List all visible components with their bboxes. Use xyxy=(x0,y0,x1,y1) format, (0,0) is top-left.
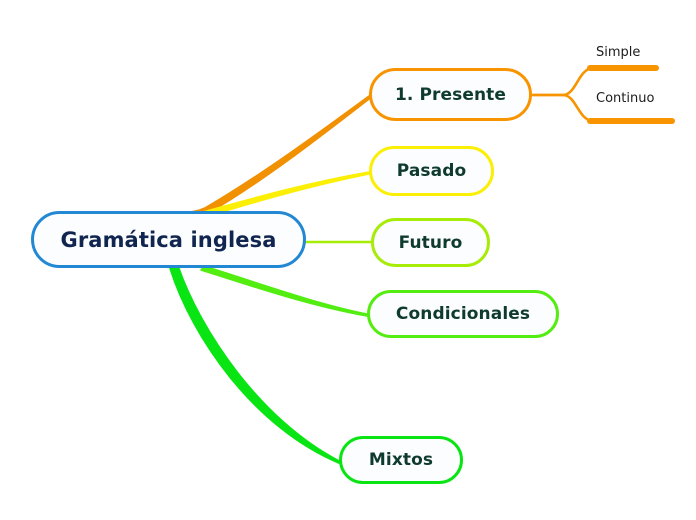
node-root-label: Gramática inglesa xyxy=(60,227,277,252)
edge-root-to-presente xyxy=(187,95,370,220)
node-mixtos-label: Mixtos xyxy=(368,450,434,470)
node-root[interactable]: Gramática inglesa xyxy=(31,211,306,268)
edge-presente-to-simple xyxy=(561,66,594,97)
node-condicionales[interactable]: Condicionales xyxy=(367,290,559,338)
leaf-continuo[interactable]: Continuo xyxy=(596,91,655,106)
node-futuro-label: Futuro xyxy=(398,232,463,253)
edge-root-to-mixtos xyxy=(168,265,340,464)
node-pasado-label: Pasado xyxy=(396,161,467,181)
node-condicionales-label: Condicionales xyxy=(395,304,531,324)
node-presente-label: 1. Presente xyxy=(394,84,507,105)
node-presente[interactable]: 1. Presente xyxy=(369,68,532,121)
node-pasado[interactable]: Pasado xyxy=(369,146,494,196)
edge-presente-to-continuo xyxy=(561,93,594,123)
leaf-simple[interactable]: Simple xyxy=(596,45,641,60)
edge-root-to-condicionales xyxy=(200,265,368,317)
node-futuro[interactable]: Futuro xyxy=(371,218,490,267)
node-mixtos[interactable]: Mixtos xyxy=(339,436,463,484)
